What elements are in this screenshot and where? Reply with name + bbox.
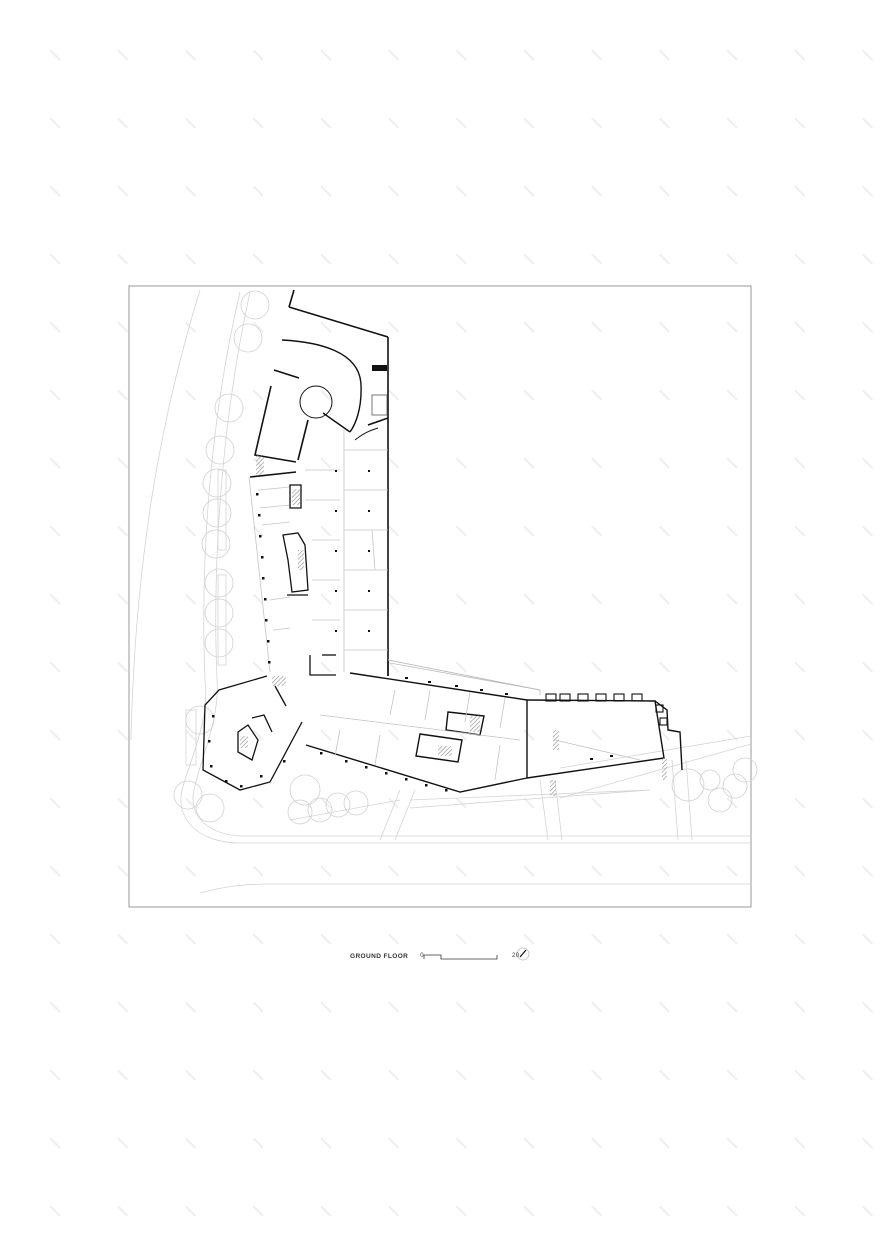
- structural-columns: [208, 470, 613, 792]
- stair-north: [371, 394, 388, 416]
- east-hall-bays: [545, 693, 668, 726]
- west-pavilion: [202, 675, 303, 791]
- stair-block-dark: [372, 365, 387, 371]
- trees: [173, 290, 758, 825]
- stair-hatch-7: [438, 746, 452, 756]
- drawing-caption: GROUND FLOOR 0 20: [350, 948, 519, 964]
- north-wing: [249, 289, 389, 676]
- stair-hatch-9: [550, 780, 556, 796]
- stair-hatch-4: [272, 676, 286, 686]
- drawing-frame: [128, 285, 752, 908]
- scale-end-label: 20: [512, 953, 520, 959]
- plaza-outline: [387, 659, 541, 695]
- north-core: [282, 484, 336, 676]
- stair-hatch-5: [240, 736, 248, 748]
- site-context: [130, 289, 752, 894]
- stair-hatch-10: [662, 758, 667, 780]
- stair-hatch-2: [292, 489, 300, 505]
- scale-start-label: 0: [420, 953, 424, 959]
- stair-hatch-6: [470, 716, 480, 732]
- scale-bar: [423, 954, 498, 960]
- drawing-title: GROUND FLOOR: [350, 952, 409, 960]
- north-arrow-icon: [516, 947, 530, 961]
- stair-hatch-1: [256, 455, 264, 475]
- north-wing-interior: [248, 430, 388, 673]
- plaza-path: [389, 662, 541, 691]
- stair-hatch-3: [298, 550, 304, 570]
